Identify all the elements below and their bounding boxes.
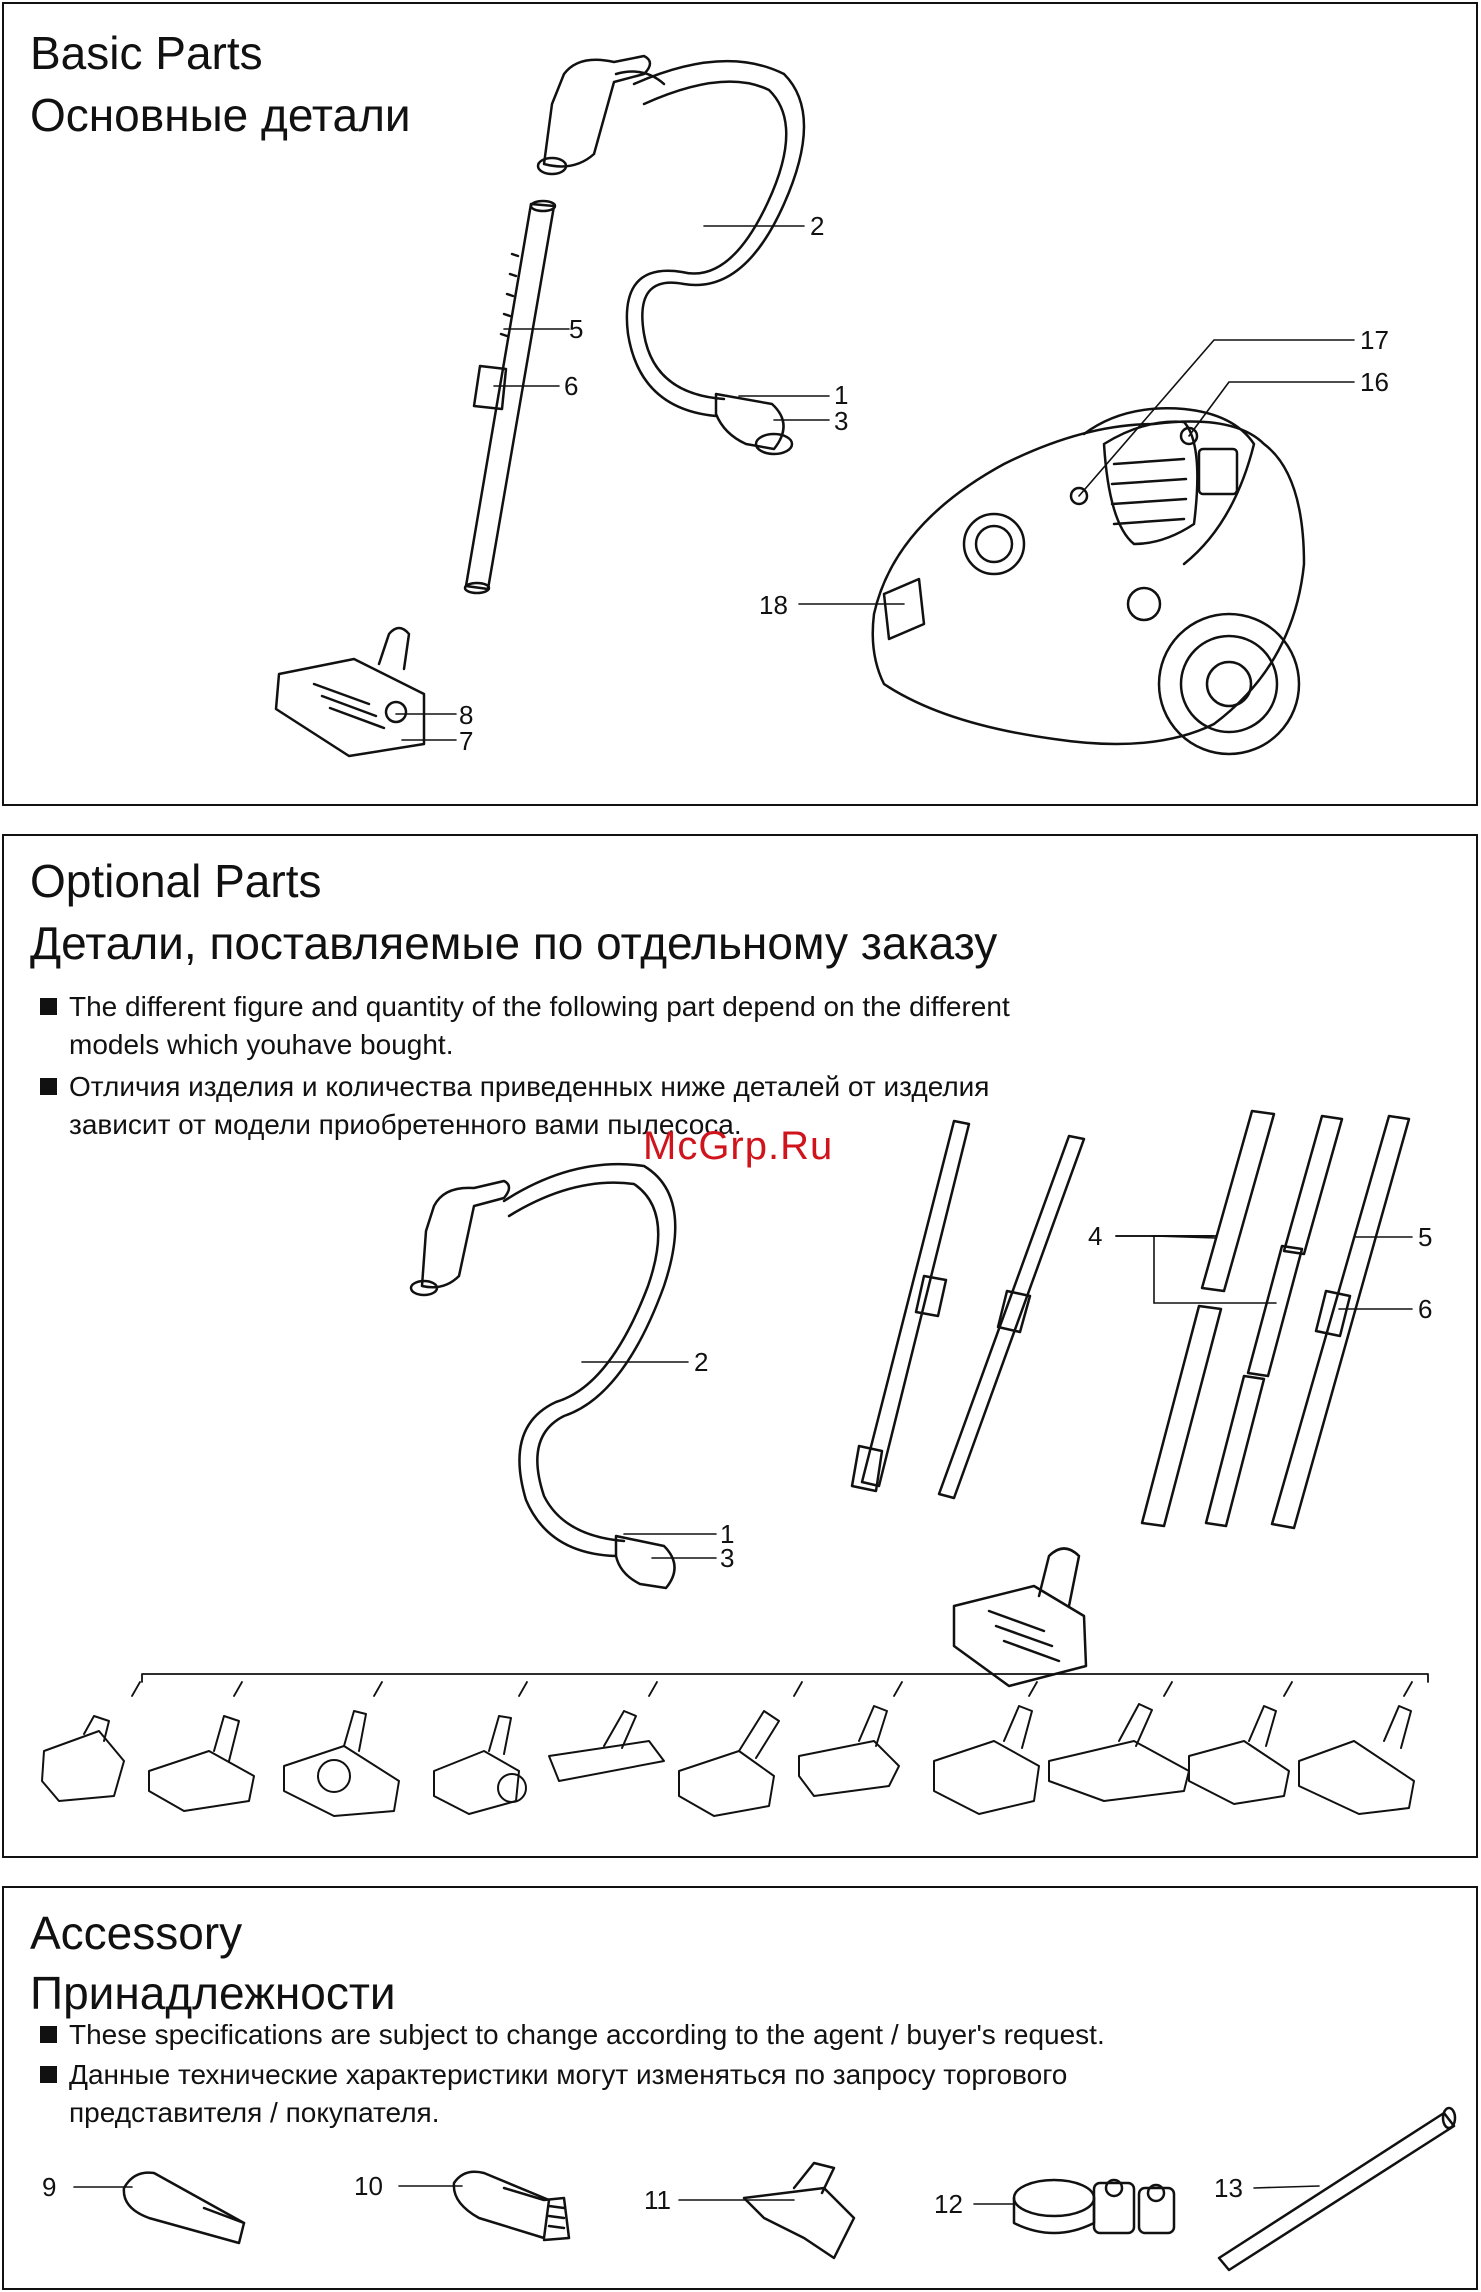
bullet-square-icon [40, 998, 57, 1015]
optional-leader-lines [581, 1235, 1413, 1559]
optional-parts-illustration: 2 1 3 4 5 6 [41, 1109, 1432, 1817]
callout-17: 17 [1360, 325, 1389, 355]
optional-note-en: The different figure and quantity of the… [40, 988, 1010, 1064]
hose-drawing [625, 59, 806, 418]
optional-note-ru: Отличия изделия и количества приведенных… [40, 1068, 989, 1144]
crevice-tool-drawing [122, 2171, 246, 2245]
callout-1: 1 [720, 1519, 734, 1549]
accessory-leader-lines [73, 2185, 1320, 2205]
callout-3: 3 [834, 406, 848, 436]
optional-parts-title-ru: Детали, поставляемые по отдельному заказ… [30, 917, 998, 969]
callout-16: 16 [1360, 367, 1389, 397]
callout-8: 8 [459, 700, 473, 730]
extension-wand-drawing [1217, 2106, 1457, 2272]
accessory-note-en: These specifications are subject to chan… [40, 2016, 1105, 2054]
vacuum-cleaner-body-drawing [871, 407, 1306, 756]
basic-parts-title-ru: Основные детали [30, 89, 411, 141]
callout-18: 18 [759, 590, 788, 620]
callout-13: 13 [1214, 2173, 1243, 2203]
bullet-square-icon [40, 2026, 57, 2043]
accessory-illustration: 9 10 11 12 13 [42, 2106, 1457, 2272]
callout-2: 2 [694, 1347, 708, 1377]
callout-3: 3 [720, 1543, 734, 1573]
upholstery-tool-drawing [742, 2161, 856, 2260]
optional-telescopic-tubes-drawing [850, 1119, 1086, 1500]
callout-5: 5 [1418, 1222, 1432, 1252]
accessory-title: Accessory [30, 1907, 243, 1959]
callout-6: 6 [564, 371, 578, 401]
callout-5: 5 [569, 314, 583, 344]
callout-9: 9 [42, 2172, 56, 2202]
optional-floor-nozzle-drawing [952, 1547, 1088, 1688]
callout-4: 4 [1088, 1221, 1102, 1251]
basic-parts-title: Basic Parts [30, 27, 263, 79]
bullet-square-icon [40, 1078, 57, 1095]
callout-11: 11 [644, 2185, 671, 2215]
basic-parts-illustration: 2 5 6 1 3 17 16 18 8 7 [274, 54, 1389, 758]
optional-extension-tubes-drawing [1140, 1109, 1411, 1530]
tool-holder-drawing [1012, 2178, 1176, 2235]
optional-callout-labels: 2 1 3 4 5 6 [694, 1221, 1432, 1573]
callout-10: 10 [354, 2171, 383, 2201]
hose-handle-drawing [536, 54, 666, 176]
callout-7: 7 [459, 726, 473, 756]
accessory-callout-labels: 9 10 11 12 13 [42, 2171, 1243, 2219]
callout-12: 12 [934, 2189, 963, 2219]
basic-parts-panel: Basic Parts Основные детали [2, 2, 1478, 806]
optional-hose-drawing [409, 1162, 677, 1590]
accessory-panel: Accessory Принадлежности These specifica… [2, 1886, 1478, 2290]
telescopic-tube-drawing [463, 199, 557, 595]
callout-2: 2 [810, 211, 824, 241]
dusting-brush-drawing [452, 2170, 571, 2242]
callout-1: 1 [834, 380, 848, 410]
watermark: McGrp.Ru [643, 1124, 834, 1168]
basic-callout-labels: 2 5 6 1 3 17 16 18 8 7 [459, 211, 1389, 756]
hose-connector-drawing [714, 392, 794, 456]
accessory-note-ru: Данные технические характеристики могут … [40, 2056, 1067, 2132]
callout-6: 6 [1418, 1294, 1432, 1324]
floor-nozzle-drawing [274, 626, 426, 758]
optional-parts-title: Optional Parts [30, 855, 322, 907]
attachment-nozzles-row [41, 1703, 1415, 1817]
accessory-title-ru: Принадлежности [30, 1967, 396, 2019]
attachment-bracket [131, 1673, 1429, 1697]
basic-leader-lines [395, 225, 1355, 741]
bullet-square-icon [40, 2066, 57, 2083]
optional-parts-panel: Optional Parts Детали, поставляемые по о… [2, 834, 1478, 1858]
